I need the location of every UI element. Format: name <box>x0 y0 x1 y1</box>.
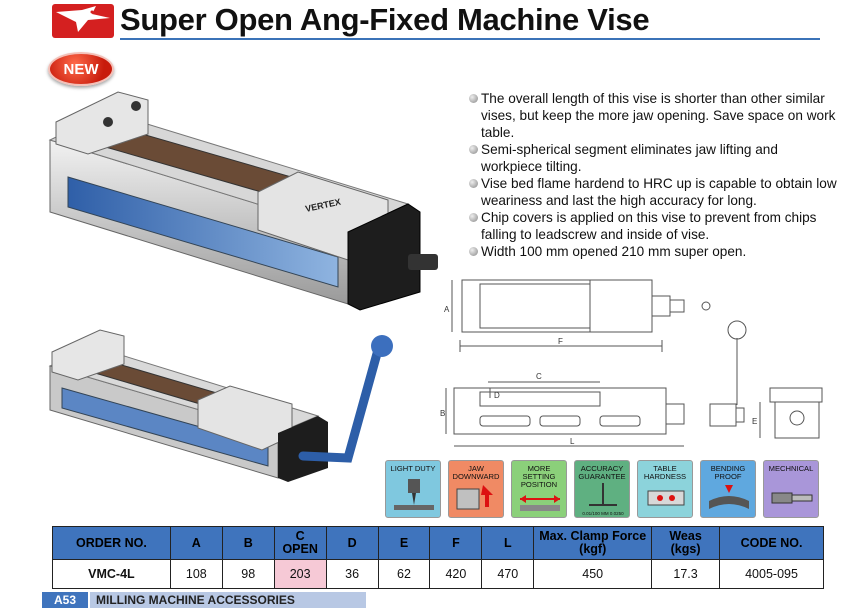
table-cell: 470 <box>481 559 535 589</box>
table-header-cell: E <box>377 526 431 560</box>
table-header-cell: ORDER NO. <box>52 526 171 560</box>
feature-list: The overall length of this vise is short… <box>468 90 840 260</box>
eagle-icon <box>56 6 110 32</box>
table-header-cell: Weas (kgs) <box>651 526 721 560</box>
feature-icon-label: BENDING PROOF <box>710 464 746 481</box>
table-cell: 17.3 <box>651 559 721 589</box>
drill-icon <box>394 479 434 510</box>
table-header-cell: F <box>429 526 483 560</box>
slide-arrow-icon <box>520 495 560 511</box>
table-cell: 36 <box>325 559 379 589</box>
feature-item: The overall length of this vise is short… <box>468 90 840 141</box>
title-divider <box>120 38 820 40</box>
table-header-row: ORDER NO. A B C OPEN D E F L Max. Clamp … <box>52 526 824 560</box>
table-cell: 62 <box>377 559 431 589</box>
feature-icon-label: TABLE HARDNESS <box>643 464 687 481</box>
feature-icon-label: LIGHT DUTY <box>390 464 436 473</box>
feature-icon-label: MECHNICAL <box>768 464 814 473</box>
bend-icon <box>709 485 749 509</box>
feature-icon-jaw-downward: JAW DOWNWARD <box>448 460 504 518</box>
feature-icon-accuracy: 0.01/100 MM 0.0250 ACCURACY GUARANTEE <box>574 460 630 518</box>
feature-item: Vise bed flame hardend to HRC up is capa… <box>468 175 840 209</box>
jaw-arrow-icon <box>456 485 493 510</box>
feature-icon-table-hardness: TABLE HARDNESS <box>637 460 693 518</box>
table-header-cell: A <box>169 526 223 560</box>
feature-icon-label: ACCURACY GUARANTEE <box>578 464 626 481</box>
table-header-cell: B <box>221 526 275 560</box>
feature-icon-label: JAW DOWNWARD <box>452 464 500 481</box>
page-number: A53 <box>42 592 88 608</box>
gauge-icon: 0.01/100 MM 0.0250 <box>582 483 624 516</box>
feature-item: Width 100 mm opened 210 mm super open. <box>468 243 840 260</box>
dim-label-l: L <box>570 437 575 446</box>
feature-icon-more-setting: MORE SETTING POSITION <box>511 460 567 518</box>
feature-icon-label: MORE SETTING POSITION <box>520 464 558 489</box>
table-cell: 98 <box>221 559 275 589</box>
table-cell: 108 <box>169 559 223 589</box>
page-title: Super Open Ang-Fixed Machine Vise <box>120 2 650 37</box>
hardness-icon <box>647 490 685 506</box>
table-cell: 450 <box>533 559 653 589</box>
table-row: VMC-4L 108 98 203 36 62 420 470 450 17.3… <box>52 559 824 589</box>
table-header-cell: C OPEN <box>273 526 327 560</box>
table-header-cell: D <box>325 526 379 560</box>
dim-label-e: E <box>752 417 757 426</box>
dim-label-f: F <box>558 337 563 346</box>
table-header-cell: L <box>481 526 535 560</box>
table-cell-code: 4005-095 <box>719 559 824 589</box>
new-badge: NEW <box>48 52 114 86</box>
feature-item: Chip covers is applied on this vise to p… <box>468 209 840 243</box>
screw-icon <box>771 492 813 504</box>
table-cell: 420 <box>429 559 483 589</box>
feature-item: Semi-spherical segment eliminates jaw li… <box>468 141 840 175</box>
dim-label-d: D <box>494 391 500 400</box>
accuracy-note: 0.01/100 MM 0.0250 <box>582 511 624 516</box>
vise-photo-large: VERTEX <box>48 91 438 311</box>
feature-icon-light-duty: LIGHT DUTY <box>385 460 441 518</box>
table-cell-order-no: VMC-4L <box>52 559 171 589</box>
table-header-cell: CODE NO. <box>719 526 824 560</box>
technical-drawings: A F C D B L E <box>440 279 823 447</box>
feature-icon-mechanical: MECHNICAL <box>763 460 819 518</box>
table-header-cell: Max. Clamp Force (kgf) <box>533 526 653 560</box>
company-logo <box>52 4 114 38</box>
feature-icon-bending-proof: BENDING PROOF <box>700 460 756 518</box>
section-title: MILLING MACHINE ACCESSORIES <box>90 592 366 608</box>
dim-label-b: B <box>440 409 445 418</box>
table-cell-open: 203 <box>273 559 327 589</box>
spec-table: ORDER NO. A B C OPEN D E F L Max. Clamp … <box>52 526 824 589</box>
dim-label-a: A <box>444 305 450 314</box>
dim-label-c: C <box>536 372 542 381</box>
vise-photo-with-handle <box>48 329 393 482</box>
